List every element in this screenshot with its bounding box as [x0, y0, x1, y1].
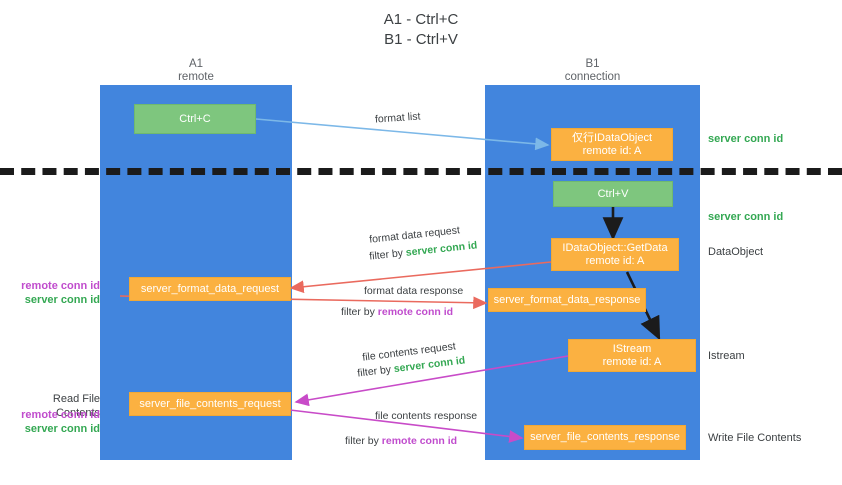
arrow-label-file-contents-response: file contents response: [375, 410, 478, 422]
right-label-istream: Istream: [708, 350, 745, 362]
lane-b1-name: B1: [585, 58, 600, 70]
left-label-remote-conn-id-2: remote conn id: [21, 409, 100, 421]
arrow-label-file-contents-response-filter: filter by remote conn id: [345, 434, 457, 448]
filter-prefix-3: filter by: [356, 363, 395, 380]
left-label-read-file-contents: Read File Contents: [52, 393, 100, 419]
page-title: A1 - Ctrl+C B1 - Ctrl+V: [0, 10, 842, 50]
arrow-label-format-data-response-filter: filter by remote conn id: [341, 305, 453, 319]
box-ctrl-v-label: Ctrl+V: [597, 187, 629, 200]
right-label-dataobject: DataObject: [708, 246, 764, 258]
dashed-divider: [0, 168, 842, 175]
box-server-file-contents-request-label: server_file_contents_request: [139, 397, 281, 410]
lane-b1-role: connection: [564, 71, 621, 83]
filter-value-2: remote conn id: [377, 306, 454, 318]
box-getdata-line1: IDataObject::GetData: [562, 241, 668, 254]
box-server-format-data-response[interactable]: server_format_data_response: [488, 288, 646, 312]
arrow-label-format-list: format list: [374, 110, 421, 126]
box-getdata-line2: remote id: A: [585, 254, 645, 267]
right-label-write-file-contents: Write File Contents: [708, 432, 802, 444]
box-idataobject[interactable]: 仅行IDataObject remote id: A: [551, 128, 673, 161]
filter-value-1: server conn id: [405, 239, 478, 259]
left-label-server-conn-id-1: server conn id: [24, 294, 100, 306]
box-server-format-data-request[interactable]: server_format_data_request: [129, 277, 291, 301]
filter-prefix-4: filter by: [345, 435, 382, 447]
box-istream-line2: remote id: A: [602, 355, 662, 368]
left-label-server-conn-id-2: server conn id: [24, 423, 100, 435]
box-server-format-data-request-label: server_format_data_request: [140, 282, 280, 295]
left-label-remote-conn-id-1: remote conn id: [21, 280, 100, 292]
title-line-1: A1 - Ctrl+C: [383, 11, 459, 28]
box-server-file-contents-request[interactable]: server_file_contents_request: [129, 392, 291, 416]
box-getdata[interactable]: IDataObject::GetData remote id: A: [551, 238, 679, 271]
box-istream[interactable]: IStream remote id: A: [568, 339, 696, 372]
lane-a1-name: A1: [188, 58, 204, 70]
left-label-group-format: remote conn id server conn id: [8, 279, 100, 307]
lane-a1-role: remote: [178, 71, 214, 83]
left-label-group-file: remote conn id server conn id: [8, 408, 100, 436]
box-ctrl-v[interactable]: Ctrl+V: [553, 181, 673, 207]
filter-prefix-2: filter by: [341, 306, 378, 318]
filter-value-4: remote conn id: [381, 435, 458, 447]
box-server-format-data-response-label: server_format_data_response: [493, 293, 641, 306]
lane-header-b1: B1 connection: [485, 58, 700, 84]
box-ctrl-c-label: Ctrl+C: [179, 112, 211, 125]
title-line-2: B1 - Ctrl+V: [384, 31, 458, 48]
box-server-file-contents-response-label: server_file_contents_response: [530, 431, 680, 443]
filter-prefix-1: filter by: [368, 246, 407, 263]
right-label-server-conn-id-top: server conn id: [708, 133, 784, 145]
lane-header-a1: A1 remote: [100, 58, 292, 84]
box-idataobject-line1: 仅行IDataObject: [571, 131, 653, 144]
box-istream-line1: IStream: [612, 342, 652, 355]
box-idataobject-line2: remote id: A: [582, 144, 642, 157]
arrow-label-format-data-response: format data response: [364, 285, 464, 297]
right-label-server-conn-id-mid: server conn id: [708, 211, 784, 223]
box-server-file-contents-response[interactable]: server_file_contents_response: [524, 425, 686, 450]
box-ctrl-c[interactable]: Ctrl+C: [134, 104, 256, 134]
